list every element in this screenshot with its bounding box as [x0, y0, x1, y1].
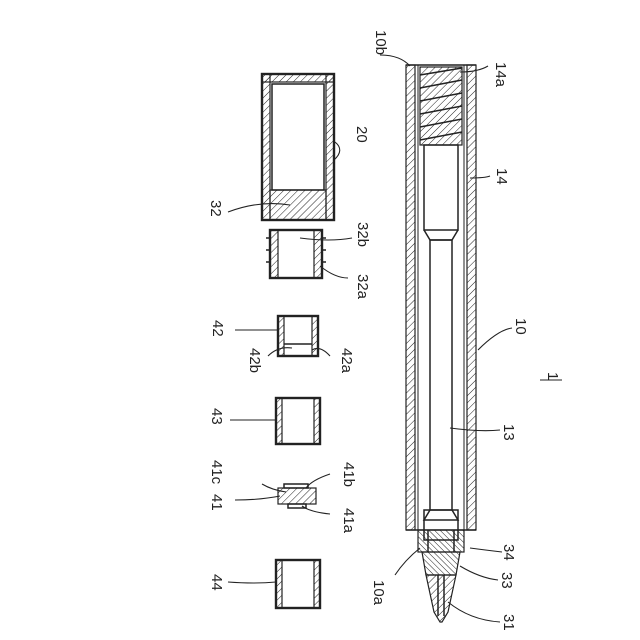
thread-section-14a	[420, 67, 462, 145]
rod-13	[430, 240, 452, 510]
label-31: 31	[500, 614, 517, 631]
tip-31	[426, 575, 456, 622]
label-32: 32	[207, 200, 224, 217]
label-32b: 32b	[354, 222, 371, 247]
barrel-wall-right	[467, 65, 476, 530]
cap-20	[262, 74, 334, 220]
label-32a: 32a	[354, 274, 371, 300]
label-42a: 42a	[338, 348, 355, 374]
label-42b: 42b	[246, 348, 263, 373]
part-44	[276, 560, 320, 608]
label-42: 42	[209, 320, 226, 337]
label-41c: 41c	[208, 460, 225, 485]
label-34: 34	[500, 544, 517, 561]
coupling-34	[418, 530, 464, 552]
chamber-14	[424, 145, 458, 230]
label-13: 13	[500, 424, 517, 441]
part-41	[278, 484, 316, 508]
label-1: 1	[544, 372, 561, 380]
plug-32	[270, 190, 326, 220]
label-33: 33	[498, 572, 515, 589]
label-20: 20	[353, 126, 370, 143]
label-14a: 14a	[492, 62, 509, 88]
label-10a: 10a	[370, 580, 387, 606]
label-14: 14	[493, 168, 510, 185]
barrel-wall-left	[406, 65, 415, 530]
part-32a-32b	[266, 230, 326, 278]
label-44: 44	[208, 574, 225, 591]
label-10: 10	[512, 318, 529, 335]
label-10b: 10b	[372, 30, 389, 55]
label-41a: 41a	[340, 508, 357, 534]
cone-33	[422, 552, 460, 575]
part-43	[276, 398, 320, 444]
label-41b: 41b	[340, 462, 357, 487]
label-43: 43	[208, 408, 225, 425]
label-41: 41	[208, 494, 225, 511]
barrel-assembly	[406, 65, 476, 622]
